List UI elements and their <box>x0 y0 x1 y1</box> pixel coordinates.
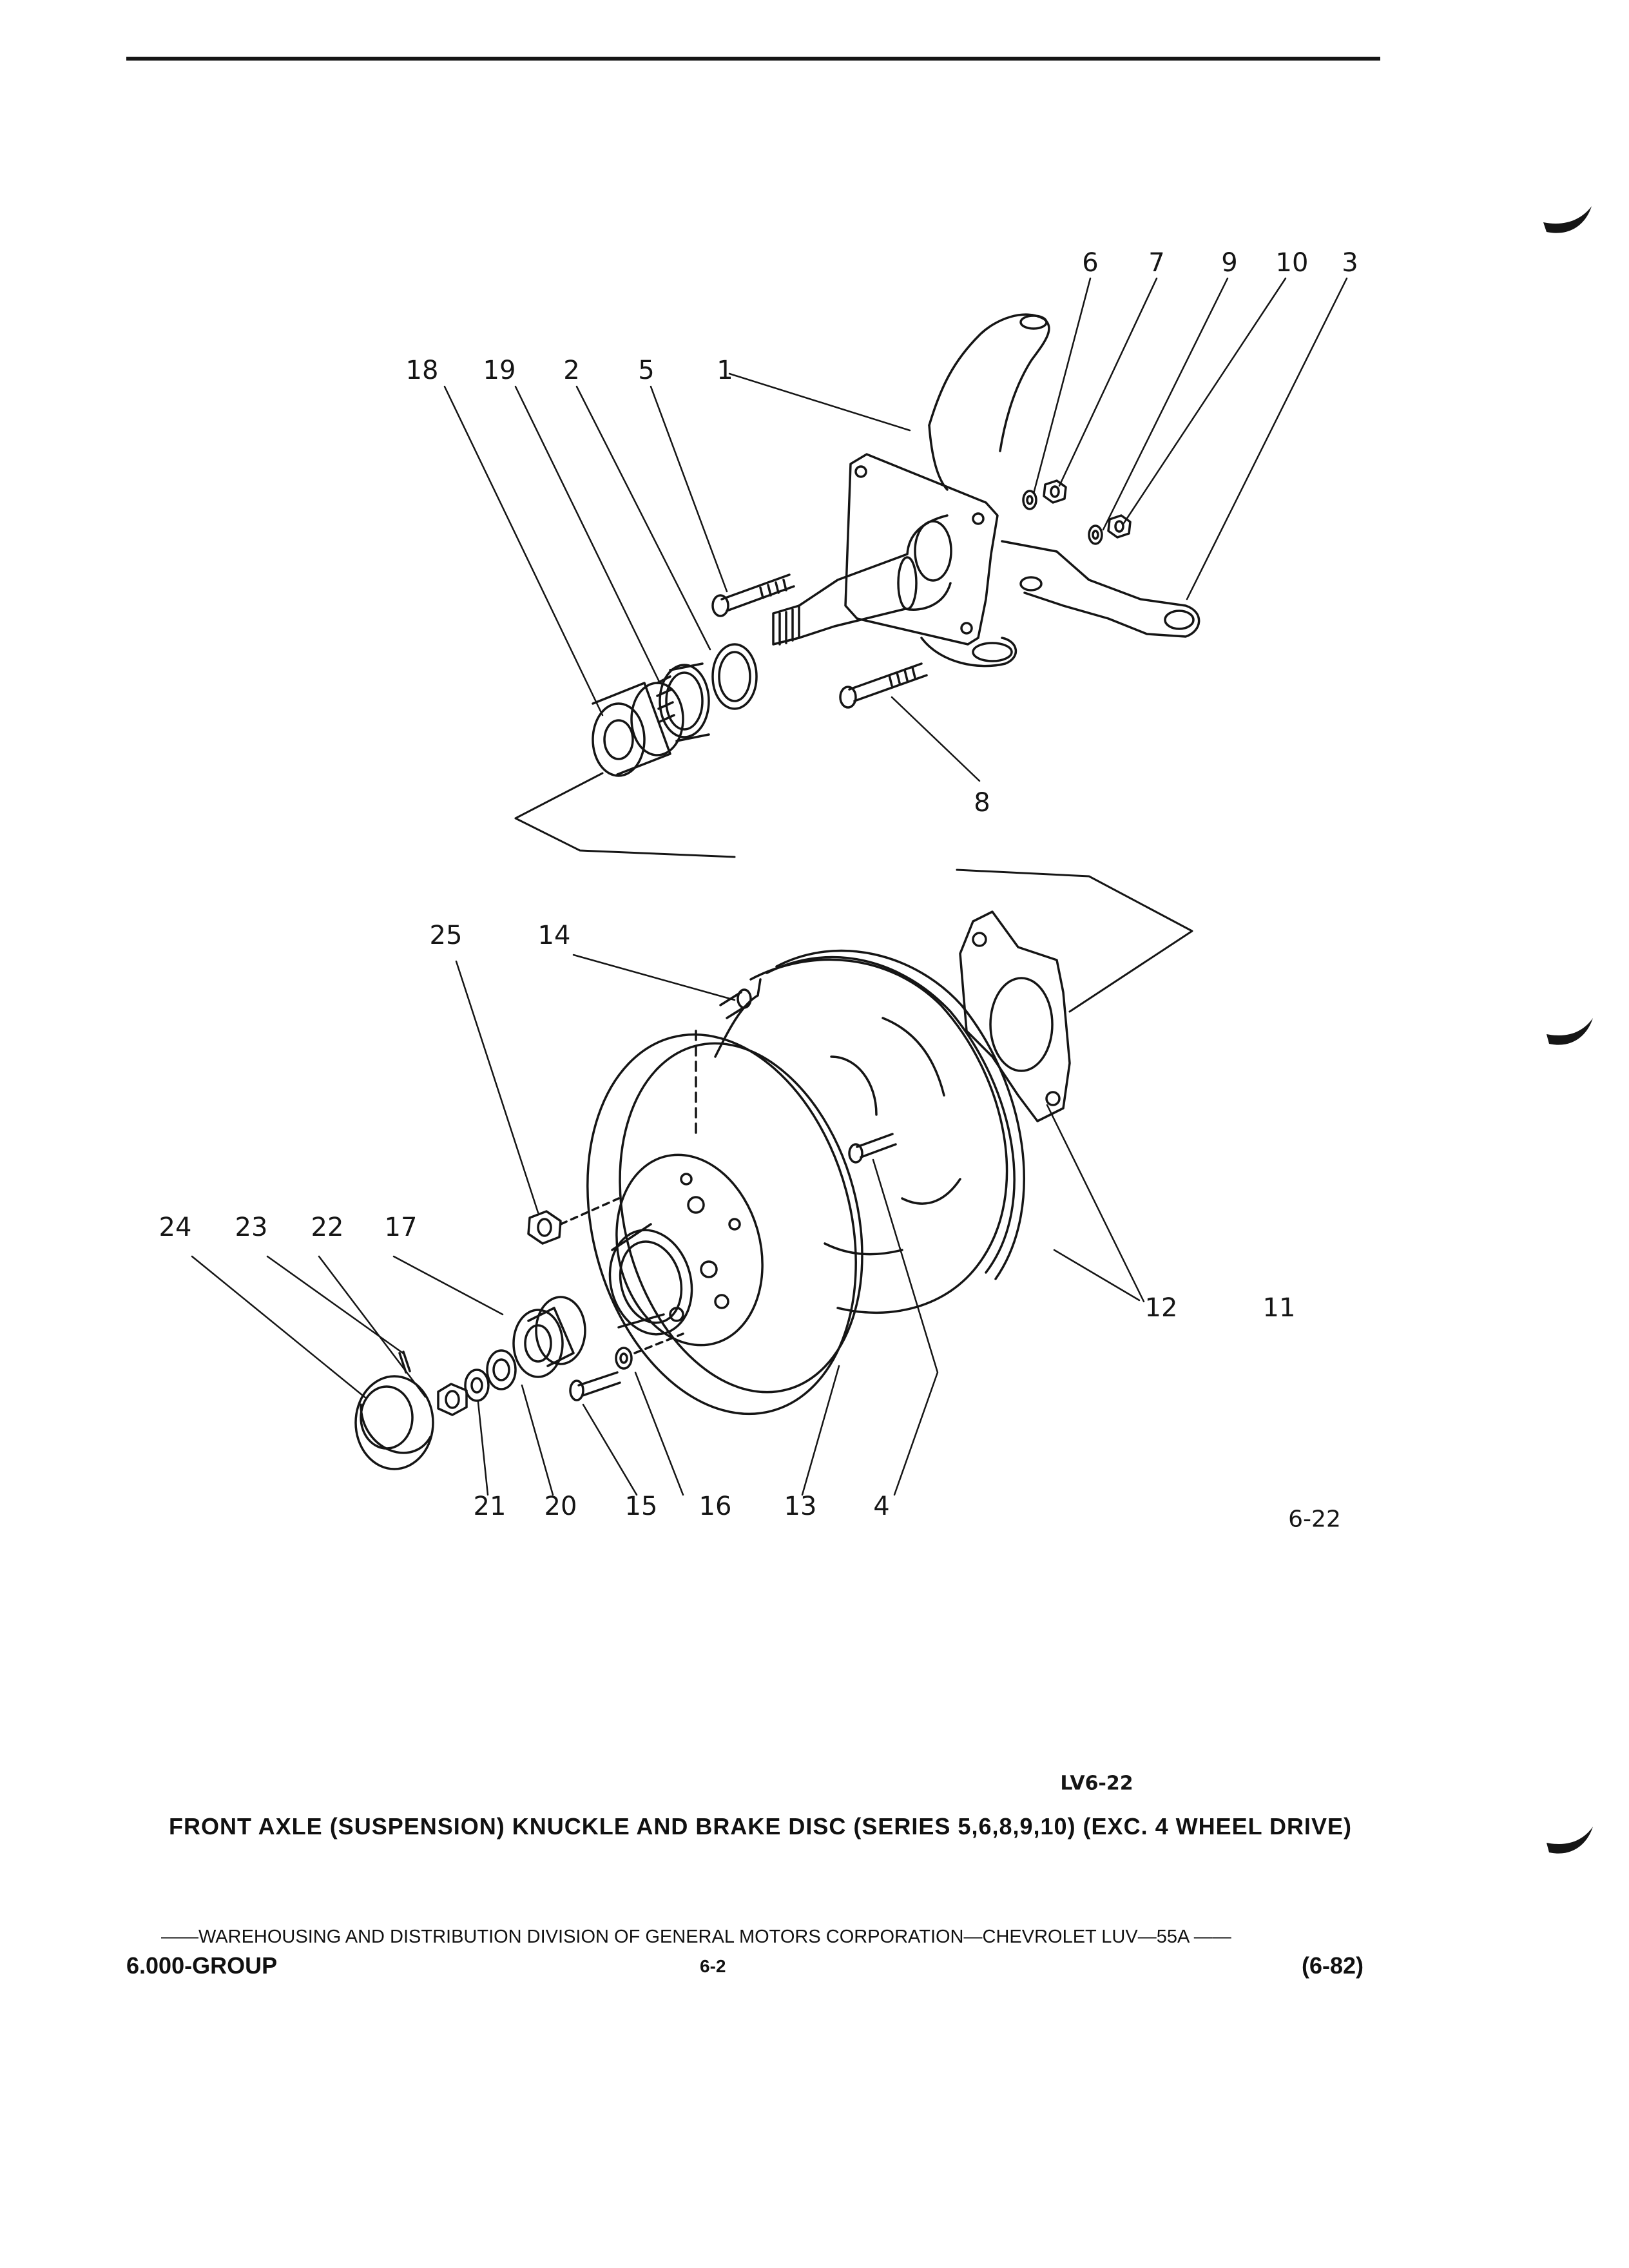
callout-9: 9 <box>1221 248 1238 278</box>
page-number: 6-2 <box>700 1956 726 1976</box>
callout-24: 24 <box>159 1213 192 1242</box>
outer-bearing-stack <box>354 1296 586 1470</box>
callout-12: 12 <box>1144 1293 1178 1323</box>
callout-14: 14 <box>537 921 571 950</box>
callout-5: 5 <box>638 356 655 385</box>
callout-22: 22 <box>311 1213 344 1242</box>
callout-10: 10 <box>1275 248 1309 278</box>
callout-23: 23 <box>235 1213 268 1242</box>
callout-7: 7 <box>1148 248 1165 278</box>
callout-25: 25 <box>429 921 463 950</box>
callout-15: 15 <box>624 1492 658 1521</box>
callout-8: 8 <box>974 788 990 818</box>
callout-3: 3 <box>1342 248 1358 278</box>
callout-1: 1 <box>717 356 733 385</box>
callout-21: 21 <box>473 1492 506 1521</box>
callout-20: 20 <box>544 1492 577 1521</box>
washers-and-nuts <box>1022 479 1132 545</box>
callout-18: 18 <box>405 356 439 385</box>
figure-number: 6-22 <box>1288 1506 1341 1533</box>
callout-4: 4 <box>873 1492 890 1521</box>
knuckle-bolts <box>711 573 928 709</box>
leader-lines <box>191 277 1348 1496</box>
inner-bearing-set <box>592 643 758 777</box>
bolt-15-washer-16 <box>569 1332 684 1401</box>
distribution-line: ——WAREHOUSING AND DISTRIBUTION DIVISION … <box>161 1927 1231 1947</box>
callout-16: 16 <box>699 1492 732 1521</box>
brake-disc <box>586 949 1025 1416</box>
nut-25 <box>527 1197 620 1245</box>
diagram-title: FRONT AXLE (SUSPENSION) KNUCKLE AND BRAK… <box>169 1813 1352 1840</box>
callout-13: 13 <box>784 1492 817 1521</box>
group-number: 6.000-GROUP <box>126 1952 278 1979</box>
illustration-code: LV6-22 <box>1060 1772 1133 1795</box>
header-rule <box>126 57 1380 61</box>
splash-shield <box>959 910 1071 1122</box>
callout-17: 17 <box>384 1213 418 1242</box>
date-code: (6-82) <box>1301 1952 1364 1979</box>
callout-19: 19 <box>483 356 516 385</box>
steering-knuckle <box>772 313 1200 668</box>
callout-11: 11 <box>1262 1293 1296 1323</box>
callout-6: 6 <box>1082 248 1099 278</box>
callout-2: 2 <box>563 356 580 385</box>
